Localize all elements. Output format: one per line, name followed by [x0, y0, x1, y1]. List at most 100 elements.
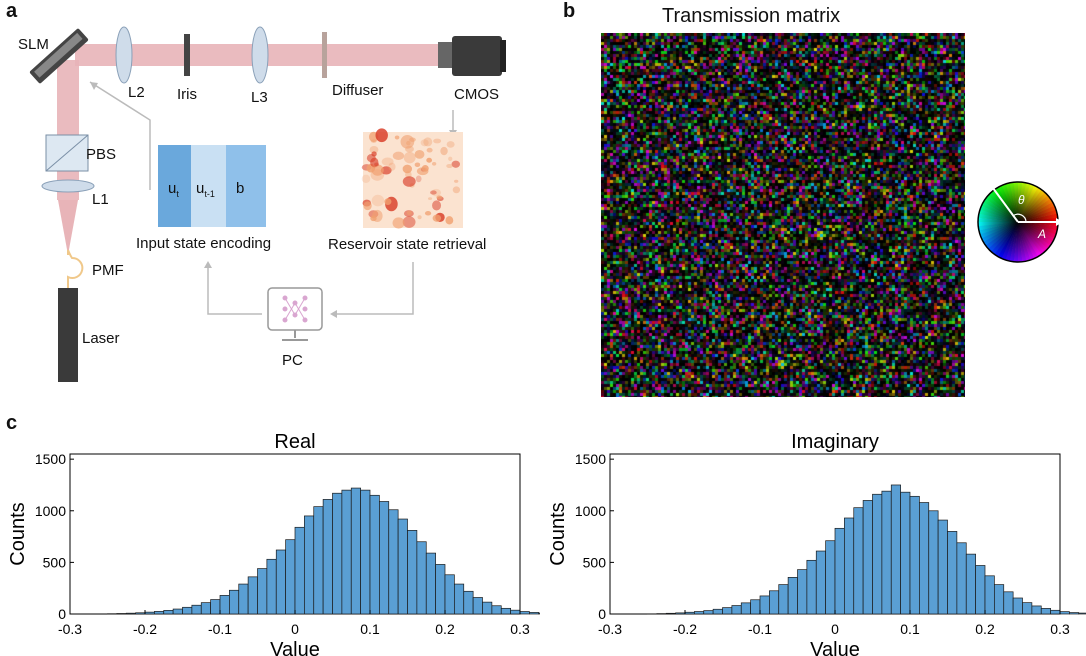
x-tick-label: 0 — [291, 621, 299, 637]
histogram-bar — [956, 542, 967, 615]
x-axis-label: Value — [810, 639, 860, 656]
speckle-grain — [431, 188, 442, 197]
histogram-bar — [491, 605, 502, 615]
slm-link-arrow — [89, 81, 151, 190]
histogram-bar — [500, 607, 511, 615]
speckle-grain — [405, 145, 414, 153]
histogram-bar — [416, 541, 427, 615]
speckle-grain — [371, 165, 377, 169]
label-l3: L3 — [251, 89, 268, 106]
y-tick-label: 1500 — [35, 451, 66, 467]
histogram-bar — [529, 612, 540, 615]
histogram-bar — [219, 595, 230, 615]
speckle-grain — [417, 215, 422, 220]
histogram-bar — [975, 565, 986, 615]
x-tick-label: 0.3 — [510, 621, 530, 637]
panel-label-b: b — [563, 0, 576, 22]
horizontal-beam — [75, 44, 465, 66]
cmos-camera — [438, 36, 506, 76]
speckle-grain — [402, 164, 413, 174]
y-tick-label: 1000 — [35, 503, 66, 519]
reservoir-caption: Reservoir state retrieval — [328, 236, 487, 253]
encoding-cell-ut: ut — [168, 180, 179, 199]
y-tick-label: 1500 — [575, 451, 606, 467]
histogram-bar — [1040, 608, 1051, 615]
l3-lens — [251, 26, 269, 84]
speckle-grain — [371, 209, 383, 222]
amplitude-label: A — [1037, 227, 1046, 241]
histogram-bar — [1059, 611, 1070, 615]
speckle-grain — [384, 198, 392, 205]
x-tick-label: 0.2 — [435, 621, 455, 637]
histogram-bar — [881, 490, 892, 615]
label-iris: Iris — [177, 86, 197, 103]
speckle-grain — [369, 145, 379, 154]
speckle-grain — [392, 151, 405, 161]
histogram-bar — [665, 612, 676, 615]
histogram-bar — [144, 611, 155, 615]
label-l1: L1 — [92, 191, 109, 208]
encoding-cell-b: b — [236, 180, 245, 197]
speckle-grain — [452, 186, 461, 194]
speckle-grain — [451, 160, 460, 168]
histogram-bar — [815, 550, 826, 615]
histogram-bar — [1031, 605, 1042, 615]
histogram-bar — [313, 506, 324, 615]
speckle-grain — [432, 214, 442, 222]
label-diffuser: Diffuser — [332, 82, 384, 99]
histogram-bar — [759, 595, 770, 615]
l1-lens — [41, 179, 95, 193]
histogram-bar — [191, 604, 202, 615]
histogram-bar — [435, 564, 446, 615]
encoding-cell — [226, 145, 266, 227]
histogram-bar — [322, 499, 333, 615]
l2-lens — [115, 26, 133, 84]
label-slm: SLM — [18, 36, 49, 53]
histogram-bar — [937, 519, 948, 615]
histogram-bar — [909, 495, 920, 615]
label-laser: Laser — [82, 330, 120, 347]
speckle-grain — [421, 165, 429, 172]
reservoir-to-pc-arrow — [335, 262, 414, 315]
histogram-bar — [247, 576, 258, 615]
transmission-title: Transmission matrix — [662, 5, 841, 27]
panel-label-a: a — [6, 0, 18, 22]
laser-device — [58, 288, 78, 382]
x-tick-label: 0.1 — [900, 621, 920, 637]
y-axis-label: Counts — [7, 502, 29, 565]
speckle-grain — [445, 216, 454, 225]
encoding-caption: Input state encoding — [136, 235, 272, 252]
optical-setup-diagram — [29, 26, 506, 382]
histogram-bar — [116, 613, 127, 615]
histogram-bar — [853, 507, 864, 615]
histogram-bar — [304, 515, 315, 615]
y-tick-label: 500 — [583, 554, 607, 570]
x-tick-label: -0.3 — [598, 621, 622, 637]
histogram-bar — [825, 540, 836, 615]
speckle-grain — [426, 147, 433, 153]
focused-beam — [58, 200, 78, 255]
histogram-bar — [285, 539, 296, 615]
histogram-bar — [722, 607, 733, 615]
x-axis-label: Value — [270, 639, 320, 656]
histogram-bar — [1069, 612, 1080, 615]
x-tick-label: 0.3 — [1050, 621, 1070, 637]
speckle-grain — [415, 175, 422, 183]
histogram-bar — [844, 517, 855, 615]
histogram-bar — [731, 605, 742, 615]
pc-monitor — [267, 287, 323, 341]
histogram-bar — [778, 584, 789, 615]
speckle-grain — [374, 162, 380, 167]
histogram-bar — [407, 530, 418, 615]
histogram-bar — [1012, 597, 1023, 615]
histogram-bar — [900, 491, 911, 615]
histogram-bar — [787, 577, 798, 615]
histogram-bar — [538, 612, 540, 615]
histogram-bar — [750, 599, 761, 615]
label-pc: PC — [282, 352, 303, 369]
speckle-grain — [414, 162, 421, 167]
y-tick-label: 0 — [598, 606, 606, 622]
x-tick-label: -0.2 — [133, 621, 157, 637]
